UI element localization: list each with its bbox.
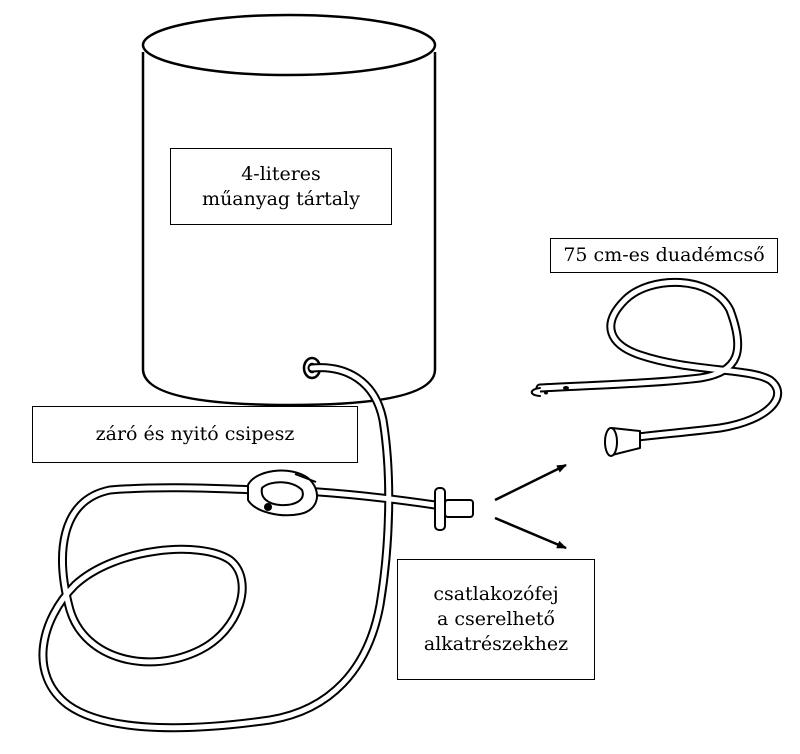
connector-drawing [434, 487, 474, 531]
container-body [141, 52, 437, 407]
container-lid [141, 13, 437, 77]
connector-label-line1: csatlakozófej [433, 583, 559, 606]
clamp-drawing [247, 469, 318, 517]
container-label: 4-literes műanyag tártaly [170, 148, 392, 225]
clamp-label-text: záró és nyitó csipesz [95, 423, 295, 446]
connector-label-line3: alkatrészekhez [423, 632, 569, 655]
arrow-down [494, 516, 567, 550]
arrows [494, 463, 567, 550]
catheter-label: 75 cm-es duadémcső [550, 238, 778, 273]
catheter-drawing [530, 277, 783, 457]
arrow-up [494, 463, 567, 502]
connector-label: csatlakozófej a cserelhető alkatrészekhe… [397, 559, 595, 680]
container-label-line1: 4-literes [241, 162, 321, 185]
clamp-label: záró és nyitó csipesz [32, 406, 358, 463]
catheter-label-text: 75 cm-es duadémcső [563, 244, 765, 267]
connector-label-line2: a cserelhető [437, 608, 555, 631]
container-label-line2: műanyag tártaly [202, 187, 360, 210]
container-drawing [141, 13, 437, 407]
tubing [38, 363, 440, 733]
